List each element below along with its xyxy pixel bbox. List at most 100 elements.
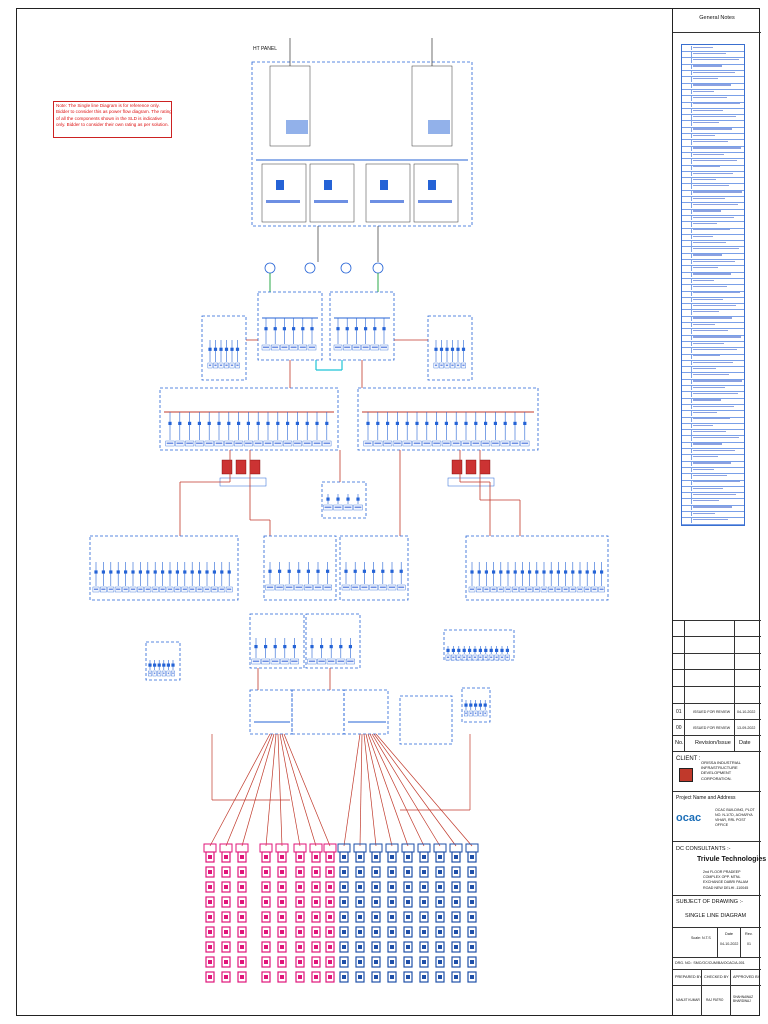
rack-pdu-socket [208, 915, 212, 919]
rack-pdu-icon [311, 881, 321, 893]
breaker-icon [445, 347, 449, 351]
legend-row [682, 310, 744, 317]
feeder-label-text [186, 442, 193, 445]
rack-header-box [353, 843, 367, 853]
rack-pdu-icon [277, 926, 287, 938]
legend-row [682, 133, 744, 141]
feeder-label-text [413, 442, 421, 445]
legend-symbol-icon [683, 316, 692, 322]
legend-text [693, 222, 717, 225]
breaker-icon [500, 648, 504, 652]
breaker-icon [528, 570, 532, 574]
legend-text [693, 172, 733, 174]
legend-row [682, 322, 744, 330]
ups-output-panel [263, 535, 337, 601]
breaker-icon [578, 570, 582, 574]
feeder-label-text [276, 586, 283, 589]
legend-symbol-icon [683, 247, 692, 252]
rack-pdu-socket [470, 915, 474, 919]
rack-pdu-socket [328, 975, 332, 979]
legend-text [693, 90, 714, 92]
legend-symbol-icon [683, 518, 692, 523]
feeder-label-text [506, 588, 510, 591]
breaker-icon [549, 570, 553, 574]
rack-pdu-socket [264, 945, 268, 949]
rack-pdu-icon [371, 956, 381, 968]
rack-pdu-icon [339, 911, 349, 923]
rack-pdu-socket [342, 960, 346, 964]
legend-symbol-icon [683, 341, 692, 347]
feeder-label-text [498, 588, 503, 591]
breaker-icon [131, 570, 135, 574]
rack-pdu-icon [277, 896, 287, 908]
legend-text [693, 298, 723, 300]
feeder-label-text [309, 346, 315, 349]
feeder-label-text [472, 442, 480, 445]
project-label: Project Name and Address [676, 795, 736, 801]
meter-icon [428, 120, 450, 134]
breaker-icon [489, 648, 493, 652]
rack-pdu-socket [470, 930, 474, 934]
breaker-icon [268, 569, 272, 573]
rack-pdu-socket [470, 900, 474, 904]
rack-pdu-socket [406, 975, 410, 979]
legend-row [682, 165, 744, 172]
project-address: OCAC BUILDING, PLOT NO. N-1/7D, ACHARYA … [715, 808, 755, 827]
rack-pdu-socket [422, 975, 426, 979]
breaker-icon [124, 570, 128, 574]
rack-header-box [323, 843, 337, 853]
legend-text [693, 443, 722, 445]
rack-header-box [309, 843, 323, 853]
feeder-label-text [468, 656, 471, 659]
rack-pdu-socket [208, 885, 212, 889]
revision-empty-row [673, 620, 761, 637]
legend-symbol-icon [683, 121, 692, 126]
breaker-icon [320, 645, 324, 649]
feeder-label-text [362, 346, 369, 349]
rack-pdu-icon [295, 941, 305, 953]
rack-pdu-icon [419, 881, 429, 893]
rack-pdu-socket [374, 900, 378, 904]
feeder-label-text [176, 442, 184, 445]
rack-pdu-icon [387, 941, 397, 953]
legend-row [682, 196, 744, 204]
rev-value: 01 [747, 942, 751, 946]
rack-pdu-socket [280, 855, 284, 859]
rack-pdu-socket [438, 930, 442, 934]
breaker-icon [94, 570, 98, 574]
rack-header-box [401, 843, 415, 853]
legend-row [682, 480, 744, 487]
ht-outgoing-compartment [261, 163, 307, 223]
rack-pdu-icon [371, 971, 381, 983]
legend-row [682, 259, 744, 267]
feeder-label-text [205, 442, 213, 445]
legend-row [682, 297, 744, 305]
rack-pdu-socket [298, 930, 302, 934]
revision-row: 01 ISSUED FOR REVIEW 04-10-2022 [673, 704, 761, 720]
rack-pdu-socket [342, 975, 346, 979]
rack-pdu-icon [205, 881, 215, 893]
rack-pdu-icon [435, 926, 445, 938]
rack-feeder-cable [281, 733, 317, 847]
rack-pdu-icon [419, 956, 429, 968]
legend-row [682, 240, 744, 248]
rack-header-box [219, 843, 233, 853]
feeder-label-text [542, 588, 546, 591]
feeder-label-text [599, 588, 604, 591]
rack-pdu-icon [237, 911, 247, 923]
legend-text [693, 330, 728, 332]
rack-pdu-icon [325, 881, 335, 893]
rack-pdu-icon [261, 926, 271, 938]
rack-pdu-socket [438, 900, 442, 904]
feeder-label-text [215, 442, 223, 445]
revision-date: 04-10-2022 [737, 710, 756, 714]
rack-pdu-socket [454, 930, 458, 934]
legend-text [693, 519, 728, 521]
rack-pdu-socket [298, 945, 302, 949]
rack-pdu-socket [328, 885, 332, 889]
breaker-icon [278, 569, 282, 573]
breaker-icon [197, 421, 201, 425]
feeder-label-text [130, 588, 136, 591]
feeder-label-text [212, 588, 217, 591]
breaker-icon [439, 347, 444, 351]
